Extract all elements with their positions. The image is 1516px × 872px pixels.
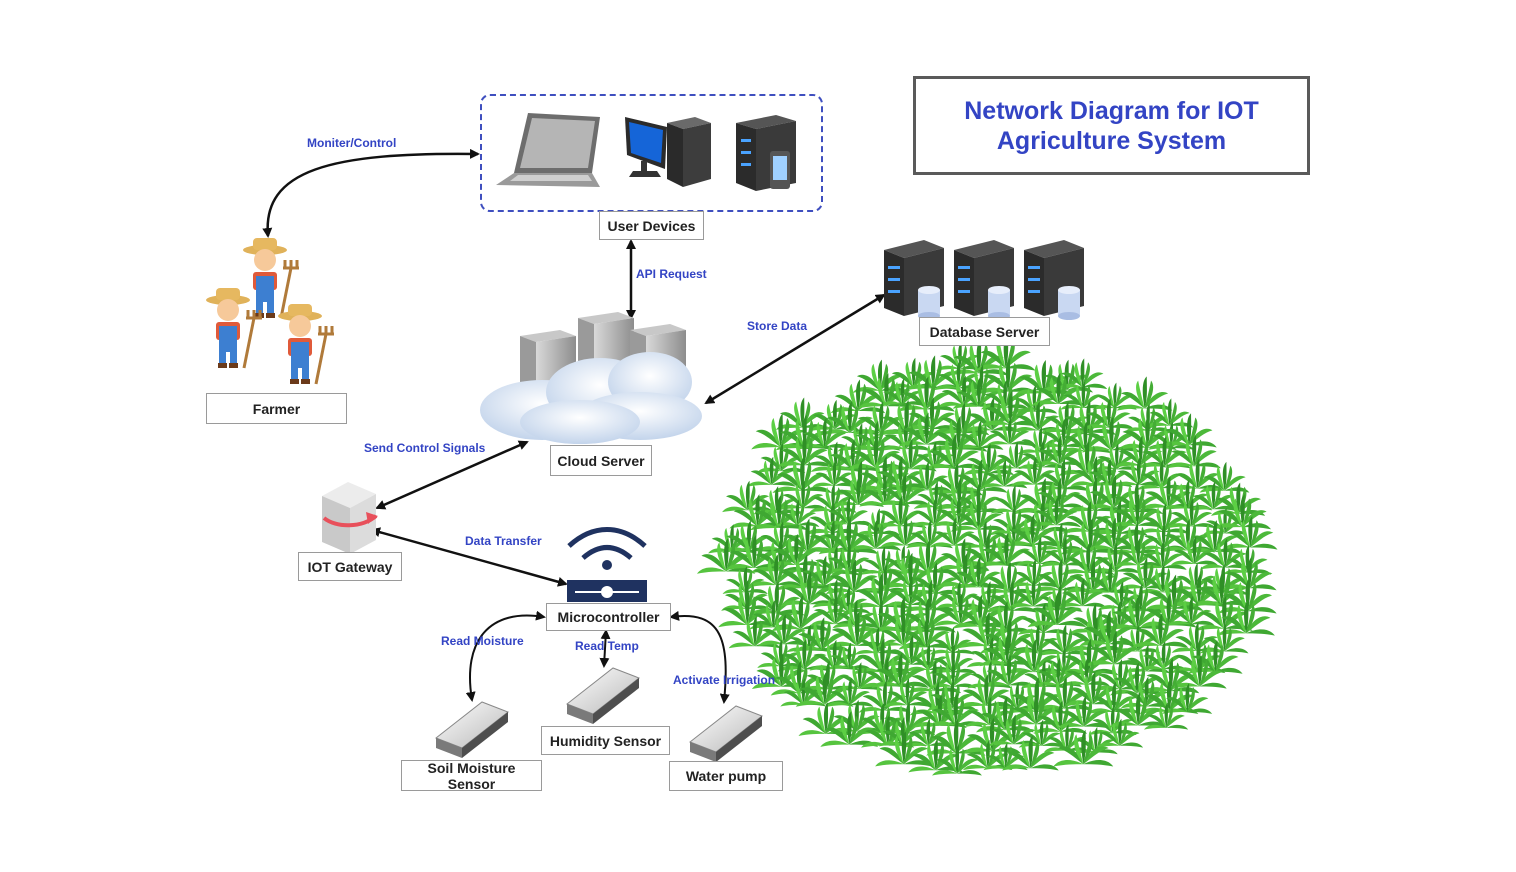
- edge-label-send-control-signals: Send Control Signals: [364, 441, 486, 455]
- node-iot-gateway[interactable]: IOT Gateway: [298, 552, 402, 581]
- edge-farmer-user-devices: [262, 148, 480, 238]
- page-title: Network Diagram for IOT Agriculture Syst…: [964, 96, 1259, 155]
- desktop-computer-icon: [625, 117, 711, 187]
- edge-label-activate-irrigation: Activate Irrigation: [673, 673, 776, 687]
- database-server-icon: [884, 240, 1084, 320]
- edge-microcontroller-soil: [465, 610, 546, 702]
- edge-label-read-temp: Read Temp: [575, 639, 639, 653]
- wifi-router-icon: [567, 527, 647, 602]
- edge-gateway-microcontroller: [370, 527, 568, 587]
- edge-label-monitor-control: Moniter/Control: [307, 136, 397, 150]
- title-box: Network Diagram for IOT Agriculture Syst…: [913, 76, 1310, 175]
- edge-cloud-database: [704, 293, 886, 405]
- node-cloud-server[interactable]: Cloud Server: [550, 445, 652, 476]
- sensor-device-icon: [434, 701, 510, 758]
- node-database-server[interactable]: Database Server: [919, 317, 1050, 346]
- edge-label-read-moisture: Read Moisture: [441, 634, 524, 648]
- farmer-icon: [206, 238, 334, 385]
- node-user-devices[interactable]: User Devices: [599, 211, 704, 240]
- sensor-device-icon: [688, 705, 764, 762]
- cloud-server-icon: [480, 312, 702, 444]
- edge-microcontroller-humidity: [599, 629, 611, 668]
- node-farmer[interactable]: Farmer: [206, 393, 347, 424]
- node-water-pump[interactable]: Water pump: [669, 761, 783, 791]
- laptop-icon: [496, 113, 600, 187]
- node-humidity-sensor[interactable]: Humidity Sensor: [541, 726, 670, 755]
- sensor-device-icon: [565, 667, 641, 724]
- iot-gateway-icon: [322, 482, 378, 554]
- server-tower-icon: [736, 115, 796, 191]
- user-devices-group: [480, 94, 823, 212]
- edge-microcontroller-pump: [669, 610, 730, 704]
- crop-field-icon: [696, 334, 1278, 776]
- edge-label-store-data: Store Data: [747, 319, 808, 333]
- node-microcontroller[interactable]: Microcontroller: [546, 603, 671, 631]
- edge-cloud-gateway: [375, 440, 529, 510]
- node-soil-moisture-sensor[interactable]: Soil Moisture Sensor: [401, 760, 542, 792]
- edge-label-api-request: API Request: [636, 267, 707, 281]
- edge-label-data-transfer: Data Transfer: [465, 534, 542, 548]
